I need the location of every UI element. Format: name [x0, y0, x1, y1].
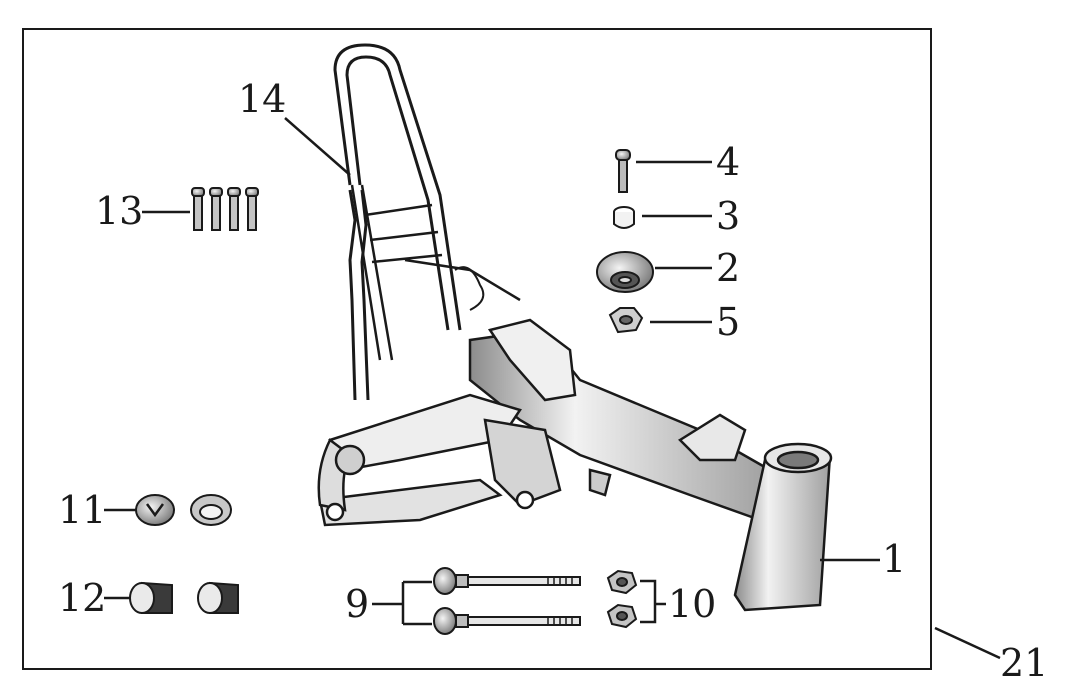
rear-subframe-rail — [333, 43, 521, 401]
callout-2: 2 — [716, 246, 741, 290]
callout-5: 5 — [716, 300, 741, 344]
bolt-set-part-13 — [191, 187, 259, 231]
plug-set-part-12 — [129, 581, 239, 614]
leader-21 — [934, 626, 1001, 660]
callout-1: 1 — [882, 537, 907, 581]
callout-10: 10 — [668, 582, 717, 626]
nut-part-5 — [608, 307, 644, 334]
callout-11: 11 — [58, 488, 107, 532]
callout-12: 12 — [58, 576, 107, 620]
leader-10 — [640, 579, 666, 624]
callout-4: 4 — [716, 140, 741, 184]
callout-3: 3 — [716, 194, 741, 238]
long-bolt-set-part-9 — [433, 567, 581, 635]
bearing-part-2 — [596, 251, 654, 293]
bushing-part-3 — [613, 206, 635, 229]
assembly-boundary-box — [22, 28, 932, 670]
nut-set-part-10 — [606, 569, 638, 629]
bolt-part-4 — [615, 149, 631, 193]
callout-14: 14 — [238, 77, 287, 121]
cap-set-part-11 — [135, 494, 232, 526]
leader-14 — [284, 117, 351, 176]
callout-21: 21 — [1000, 641, 1049, 685]
main-frame — [317, 318, 833, 612]
callout-13: 13 — [95, 189, 144, 233]
leader-9 — [372, 580, 432, 626]
callout-9: 9 — [345, 582, 370, 626]
leader-lines — [104, 117, 1001, 660]
